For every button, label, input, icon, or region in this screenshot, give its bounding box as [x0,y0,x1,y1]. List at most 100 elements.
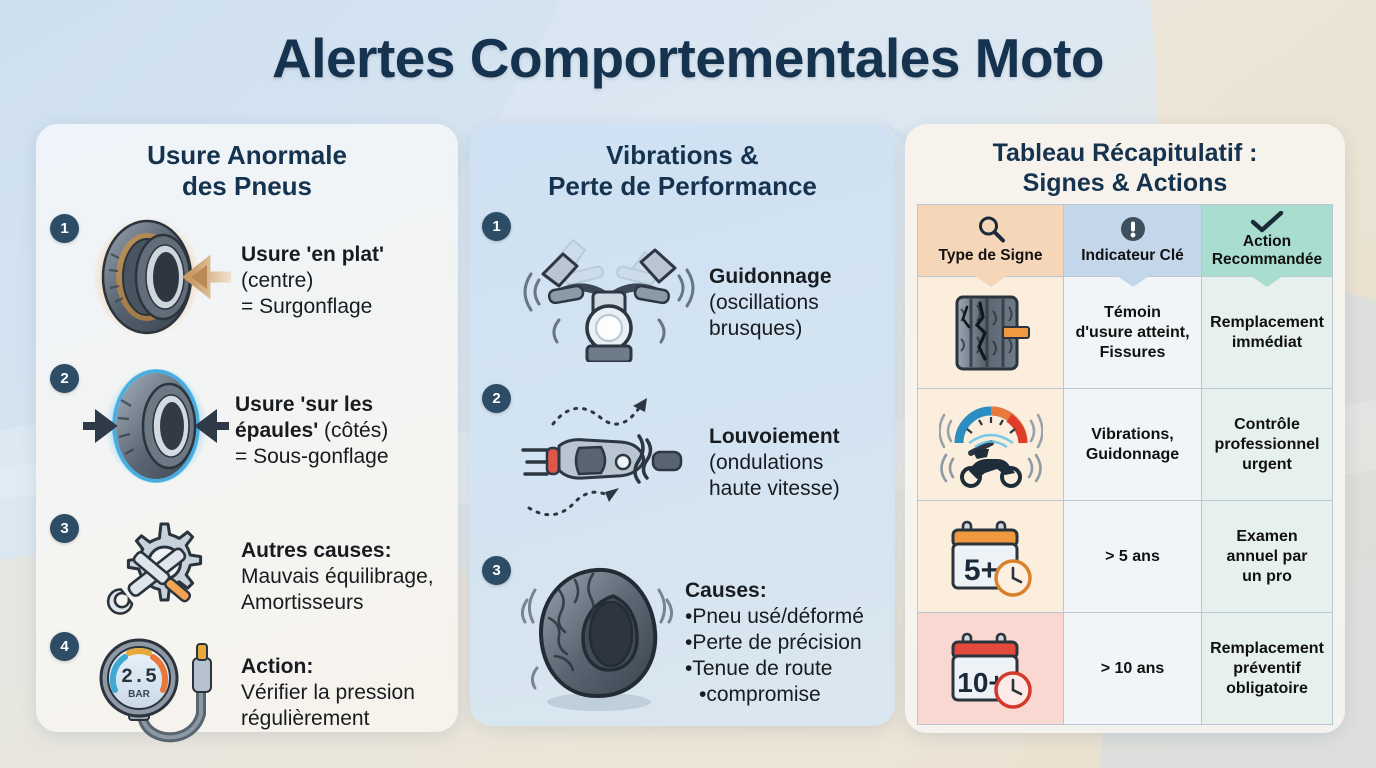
table-cell-indicator: > 10 ans [1063,613,1201,725]
table-row: Témoin d'usure atteint, Fissures Remplac… [917,277,1333,389]
page-title: Alertes Comportementales Moto [271,27,1105,89]
item-text: Louvoiement (ondulations haute vitesse) [709,384,840,502]
header-notch [974,276,1007,287]
item-heading-tail: (côtés) [318,419,389,442]
table-cell-action: Remplacement préventif obligatoire [1201,613,1333,725]
action-line-1: Remplacement [1210,313,1324,331]
table-cell-action: Contrôle professionnel urgent [1201,389,1333,501]
panel-vibrations: Vibrations & Perte de Performance 1 [470,124,895,726]
indicator-line-1: > 10 ans [1100,659,1165,677]
step-badge: 3 [50,514,79,543]
gauge-value-text: 2.5 [121,666,157,689]
magnifier-icon [922,211,1059,247]
list-bullet: Pneu usé/déformé [685,604,864,630]
indicator-line-1: > 5 ans [1105,547,1160,565]
list-item: 2 [50,364,446,494]
panel-title-line-1: Vibrations & [606,140,759,170]
list-bullet: Tenue de route [685,656,864,682]
list-item: 3 [482,556,882,714]
panel-tire-wear: Usure Anormale des Pneus 1 [36,124,458,743]
header-notch [1251,276,1283,287]
panel-title-line-1: Tableau Récapitulatif : [992,139,1258,167]
item-line-2: (centre) [241,269,314,292]
panel-vibrations-title: Vibrations & Perte de Performance [470,124,895,202]
table-cell-action: Examen annuel par un pro [1201,501,1333,613]
item-heading-2: épaules' [235,419,319,442]
step-badge: 1 [482,212,511,241]
calendar-5plus-clock-icon: 5+ [917,501,1063,613]
table-cell-indicator: Vibrations, Guidonnage [1063,389,1201,501]
action-line-2: immédiat [1231,333,1303,351]
pressure-gauge-icon: 2.5 BAR [85,632,235,752]
action-line-3: urgent [1242,455,1292,473]
indicator-line-1: Vibrations, [1091,425,1174,443]
step-badge: 1 [50,214,79,243]
item-line-3: = Sous-gonflage [235,445,389,468]
panel-title-line-2: des Pneus [181,171,313,201]
list-item: 2 [482,384,882,524]
tire-center-wear-icon [85,214,235,340]
cracked-tire-tread-icon [917,277,1063,389]
item-line-3: brusques) [709,317,803,340]
item-heading: Autres causes: [241,539,392,562]
table-cell-indicator: > 5 ans [1063,501,1201,613]
item-text: Guidonnage (oscillations brusques) [709,212,832,342]
table-cell-action: Remplacement immédiat [1201,277,1333,389]
item-line-3: régulièrement [241,707,370,730]
table-header-action-label-2: Recommandée [1211,251,1323,268]
panel-title-line-2: Perte de Performance [548,171,817,201]
handlebar-wobble-icon [513,212,705,362]
indicator-line-1: Témoin [1104,303,1161,321]
indicator-line-2: Guidonnage [1085,445,1180,463]
exclamation-circle-icon [1068,211,1197,247]
table-header-row: Type de Signe Indicateur Clé [917,204,1333,287]
item-heading: Action: [241,655,314,678]
step-badge: 2 [482,384,511,413]
table-header-type: Type de Signe [917,204,1063,287]
item-line-2: Mauvais équilibrage, [241,565,434,588]
item-text: Autres causes: Mauvais équilibrage, Amor… [241,514,434,616]
panel-summary-table: Tableau Récapitulatif : Signes & Actions… [905,124,1345,733]
deformed-tire-icon [513,556,681,714]
item-text: Usure 'sur les épaules' (côtés) = Sous-g… [235,364,389,470]
action-line-2: préventif [1233,659,1301,677]
table-header-action-label-1: Action [1242,233,1292,250]
table-header-indicator-label: Indicateur Clé [1081,247,1184,264]
action-line-1: Contrôle [1234,415,1300,433]
action-line-2: professionnel [1214,435,1320,453]
item-heading: Causes: [685,579,767,602]
action-line-1: Examen [1236,527,1298,545]
panel-summary-title: Tableau Récapitulatif : Signes & Actions [905,124,1345,198]
item-line-3: = Surgonflage [241,295,373,318]
step-badge: 2 [50,364,79,393]
item-line-2: (oscillations [709,291,819,314]
step-badge: 4 [50,632,79,661]
panel-title-line-2: Signes & Actions [1022,169,1228,197]
table-cell-indicator: Témoin d'usure atteint, Fissures [1063,277,1201,389]
list-bullet-continuation: compromise [685,682,864,708]
action-line-2: annuel par [1226,547,1308,565]
item-line-3: Amortisseurs [241,591,364,614]
table-row: Vibrations, Guidonnage Contrôle professi… [917,389,1333,501]
item-line-2: (ondulations [709,451,824,474]
list-item: 4 2.5 BAR [50,632,446,752]
item-heading: Louvoiement [709,425,840,448]
step-badge: 3 [482,556,511,585]
item-text: Causes: Pneu usé/déformé Perte de précis… [685,556,864,708]
item-text: Usure 'en plat' (centre) = Surgonflage [241,214,384,320]
causes-list: Pneu usé/déformé Perte de précision Tenu… [685,604,864,708]
speedometer-vibrating-moto-icon [917,389,1063,501]
panel-title-line-1: Usure Anormale [147,140,347,170]
table-row: 5+ > 5 ans Examen annuel par un pro [917,501,1333,613]
calendar-10plus-clock-icon: 10+ [917,613,1063,725]
item-line-3: haute vitesse) [709,477,840,500]
indicator-line-2: d'usure atteint, [1075,323,1190,341]
gear-wrench-icon [85,514,235,634]
table-header-indicator: Indicateur Clé [1063,204,1201,287]
summary-table: Type de Signe Indicateur Clé [917,204,1333,725]
tire-shoulder-wear-icon [81,364,231,494]
item-heading: Guidonnage [709,265,832,288]
table-row: 10+ > 10 ans Remplacement préventif obli… [917,613,1333,725]
action-line-3: un pro [1242,567,1292,585]
list-item: 1 [50,214,446,340]
